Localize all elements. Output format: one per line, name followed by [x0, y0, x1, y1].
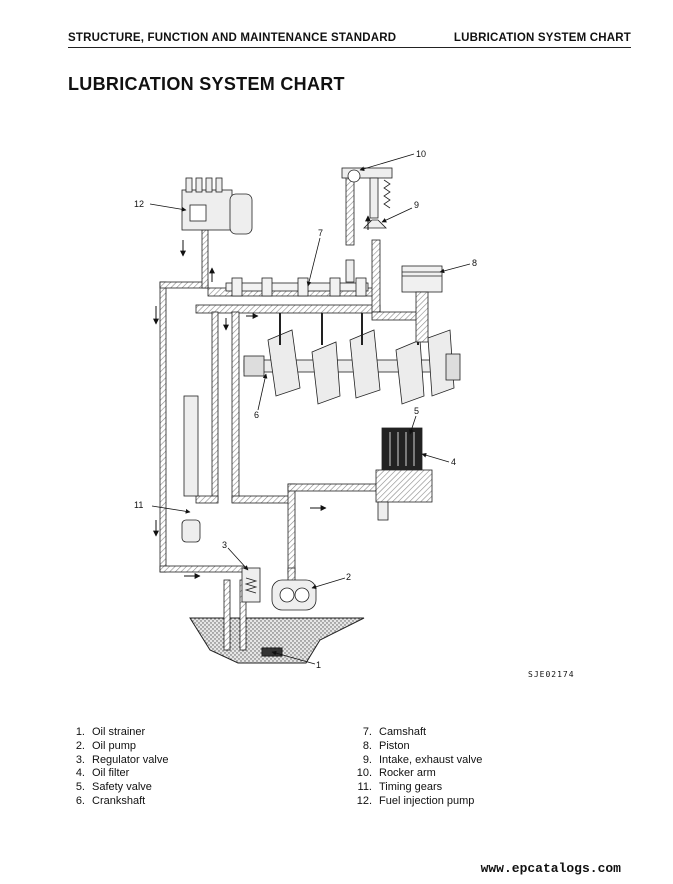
header-section-title: STRUCTURE, FUNCTION AND MAINTENANCE STAN… — [68, 32, 397, 44]
page-header: STRUCTURE, FUNCTION AND MAINTENANCE STAN… — [68, 31, 631, 48]
legend-item: 3.Regulator valve — [75, 753, 169, 766]
crankshaft — [243, 329, 461, 405]
rocker-valve — [341, 167, 393, 283]
callout-2: 2 — [346, 572, 351, 582]
legend-item: 12.Fuel injection pump — [356, 794, 475, 807]
legend-item: 5.Safety valve — [75, 781, 152, 794]
legend-item: 4.Oil filter — [75, 767, 130, 780]
callout-6: 6 — [254, 410, 259, 420]
camshaft — [225, 277, 369, 297]
callout-12: 12 — [134, 199, 144, 209]
lubrication-diagram: 1 2 3 4 5 6 7 8 9 10 11 12 — [134, 149, 477, 670]
callout-leaders — [149, 153, 471, 665]
callout-11: 11 — [134, 500, 143, 510]
regulator-valve — [241, 567, 261, 603]
figure-code: SJE02174 — [528, 670, 575, 679]
piston — [401, 265, 443, 343]
legend-item: 1.Oil strainer — [75, 726, 146, 738]
oil-pan — [189, 617, 365, 664]
legend-right: 7.Camshaft 8.Piston 9.Intake, exhaust va… — [345, 726, 483, 809]
callout-numbers: 1 2 3 4 5 6 7 8 9 10 11 12 — [134, 149, 477, 670]
legend-item: 9.Intake, exhaust valve — [362, 753, 483, 766]
footer-url: www.epcatalogs.com — [480, 861, 621, 876]
legend-item: 7.Camshaft — [362, 726, 427, 738]
oil-pump — [271, 579, 317, 611]
callout-7: 7 — [318, 228, 323, 238]
callout-8: 8 — [472, 258, 477, 268]
fuel-injection-pump — [181, 177, 253, 235]
callout-1: 1 — [316, 660, 321, 670]
timing-gears — [181, 395, 201, 543]
page-title: LUBRICATION SYSTEM CHART — [68, 74, 345, 94]
callout-9: 9 — [414, 200, 419, 210]
oil-filter — [375, 427, 433, 521]
header-chapter-title: LUBRICATION SYSTEM CHART — [453, 32, 631, 44]
flow-arrows — [153, 215, 371, 579]
legend-item: 2.Oil pump — [75, 739, 137, 752]
callout-10: 10 — [416, 149, 426, 159]
callout-4: 4 — [451, 457, 456, 467]
legend-left: 1.Oil strainer 2.Oil pump 3.Regulator va… — [64, 726, 169, 809]
oil-passages — [159, 229, 423, 651]
legend-item: 11.Timing gears — [357, 781, 443, 794]
legend-item: 8.Piston — [362, 739, 410, 752]
legend-item: 10.Rocker arm — [356, 767, 436, 780]
callout-3: 3 — [222, 540, 227, 550]
callout-5: 5 — [414, 406, 419, 416]
legend-item: 6.Crankshaft — [75, 794, 146, 807]
